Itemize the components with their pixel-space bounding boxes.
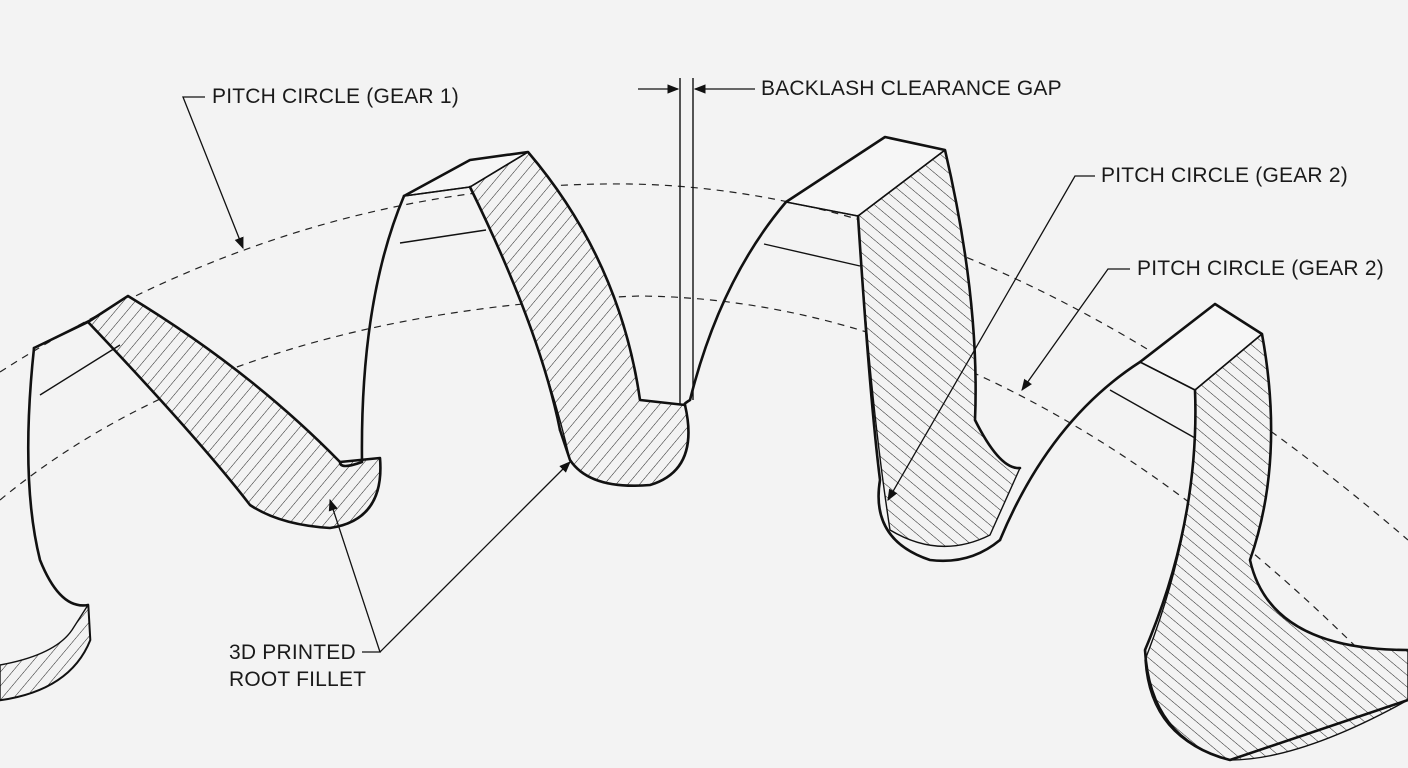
label-pitch-circle-gear1: PITCH CIRCLE (GEAR 1) <box>212 85 459 108</box>
leader-pitch-gear1 <box>182 96 244 250</box>
label-root-fillet-line2: ROOT FILLET <box>229 668 367 691</box>
leader-root-fillet-1 <box>328 498 381 653</box>
gear-tooth-3 <box>682 135 1022 563</box>
label-backlash-gap: BACKLASH CLEARANCE GAP <box>761 77 1062 100</box>
gear-tooth-2 <box>338 150 690 487</box>
gear-tooth-1 <box>0 294 382 702</box>
leader-pitch-gear2-upper <box>887 175 1095 502</box>
label-pitch-circle-gear2-lower: PITCH CIRCLE (GEAR 2) <box>1137 257 1384 280</box>
pitch-circle-gear1-line <box>0 183 1408 541</box>
label-root-fillet-line1: 3D PRINTED <box>229 641 356 664</box>
leader-pitch-gear2-lower <box>1021 268 1130 391</box>
label-pitch-circle-gear2-upper: PITCH CIRCLE (GEAR 2) <box>1101 164 1348 187</box>
leader-root-fillet-2 <box>379 461 571 653</box>
gear-tooth-4 <box>998 302 1408 762</box>
